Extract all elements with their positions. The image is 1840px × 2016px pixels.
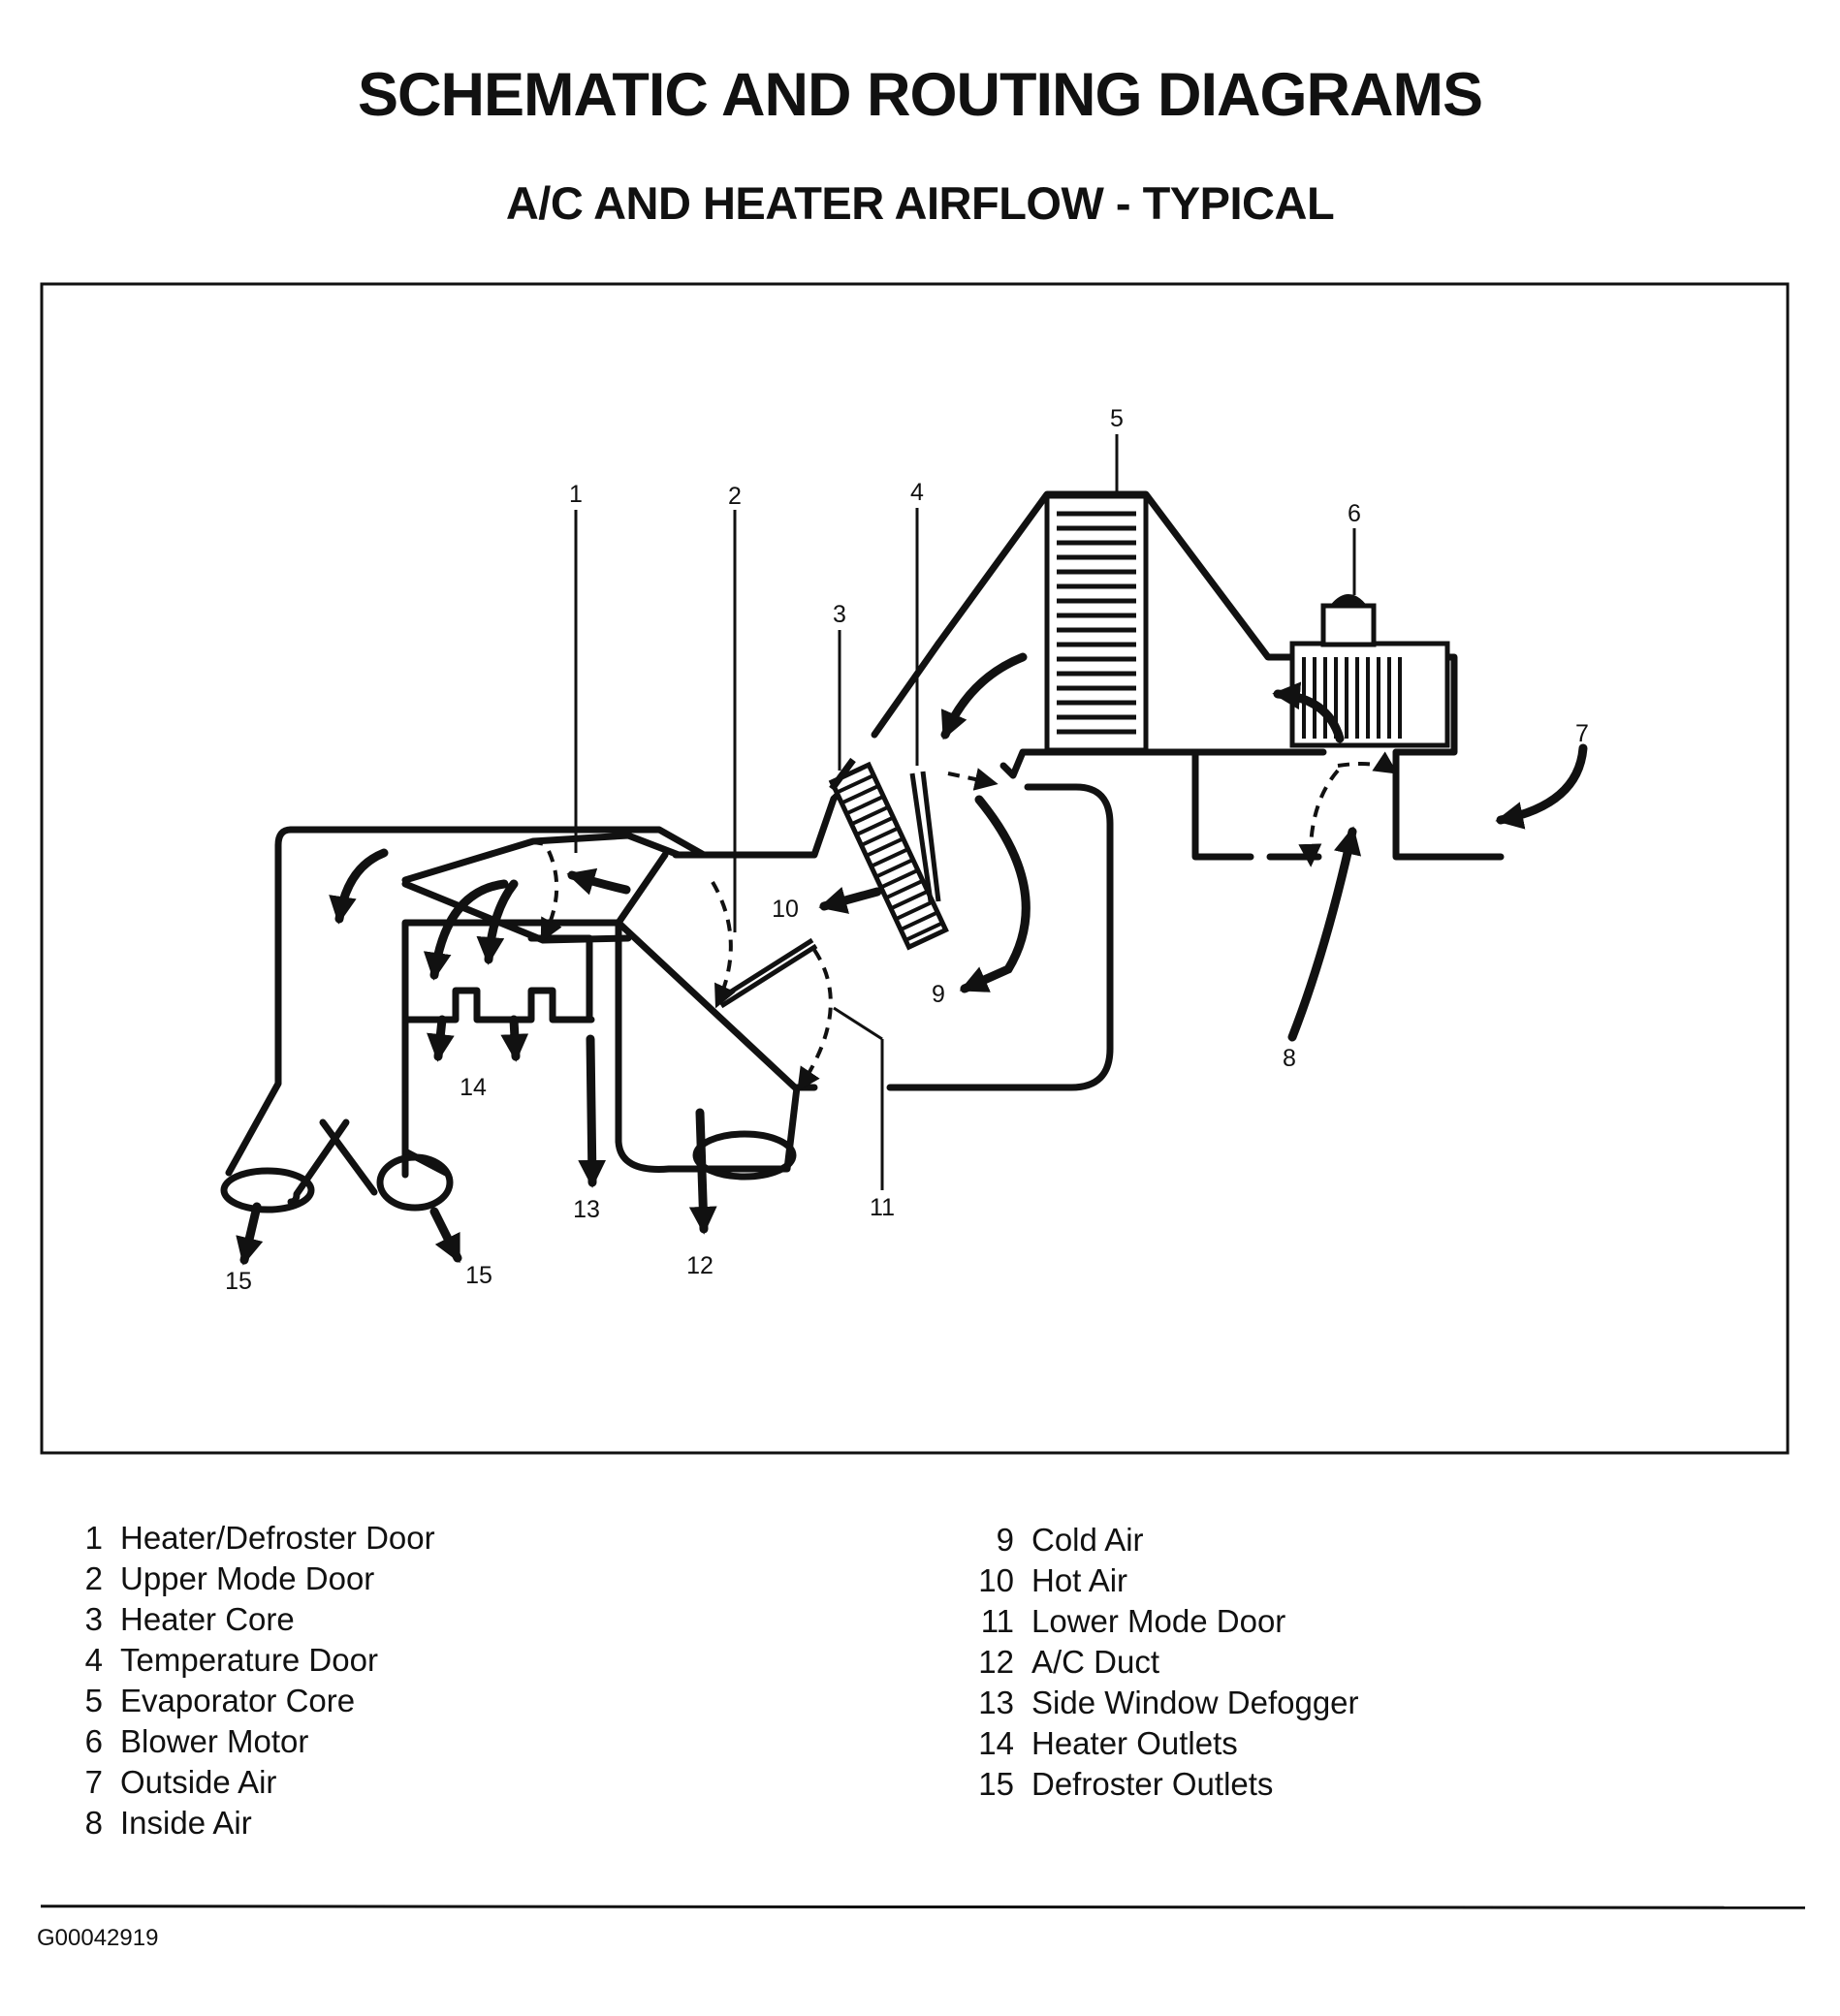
- legend-item: 12 A/C Duct: [969, 1642, 1359, 1683]
- door-travel-arrows: [540, 751, 1398, 1091]
- legend-label: Heater/Defroster Door: [120, 1520, 435, 1556]
- legend-item: 10 Hot Air: [969, 1560, 1359, 1601]
- diagram-frame: [40, 282, 1790, 1455]
- legend-number: 14: [978, 1725, 1014, 1761]
- legend-number: 2: [84, 1560, 103, 1596]
- legend-label: Outside Air: [120, 1764, 277, 1800]
- page-title: SCHEMATIC AND ROUTING DIAGRAMS: [358, 61, 1483, 129]
- legend-label: Evaporator Core: [120, 1683, 356, 1718]
- legend-item: 5 Evaporator Core: [58, 1681, 435, 1721]
- callout-15: 15: [225, 1268, 252, 1295]
- ac-duct-body: [615, 919, 801, 1173]
- legend-number: 4: [84, 1642, 103, 1678]
- callout-9: 9: [932, 981, 945, 1008]
- callout-7: 7: [1575, 720, 1589, 747]
- legend-item: 4 Temperature Door: [58, 1640, 435, 1681]
- defroster-lobes: [220, 1130, 797, 1213]
- legend-label: Defroster Outlets: [1031, 1766, 1274, 1802]
- temperature-door: [909, 771, 941, 902]
- heater-core: [828, 757, 949, 951]
- callout-4: 4: [910, 479, 924, 506]
- defrost-duct-inner: [287, 1118, 350, 1206]
- evaporator-core: [1044, 493, 1149, 753]
- blower-motor: [1289, 594, 1450, 748]
- callout-3: 3: [833, 601, 846, 628]
- heater-defroster-door: [404, 838, 544, 883]
- legend-number: 1: [84, 1520, 103, 1556]
- legend-item: 11 Lower Mode Door: [969, 1601, 1359, 1642]
- figure-id: G00042919: [37, 1925, 159, 1951]
- legend-label: Blower Motor: [120, 1723, 309, 1759]
- plenum-top: [672, 781, 852, 859]
- legend-label: Side Window Defogger: [1031, 1685, 1359, 1720]
- legend-item: 15 Defroster Outlets: [969, 1764, 1359, 1805]
- legend-number: 12: [978, 1644, 1014, 1680]
- upper-duct: [871, 640, 942, 739]
- legend-item: 9 Cold Air: [969, 1520, 1359, 1560]
- callout-11: 11: [870, 1194, 895, 1221]
- callout-13: 13: [573, 1196, 600, 1223]
- legend-number: 9: [996, 1522, 1014, 1558]
- legend-label: Heater Core: [120, 1601, 295, 1637]
- callout-1: 1: [569, 481, 583, 508]
- legend-label: Temperature Door: [120, 1642, 378, 1678]
- legend-number: 5: [84, 1683, 103, 1718]
- legend-item: 13 Side Window Defogger: [969, 1683, 1359, 1723]
- legend-item: 2 Upper Mode Door: [58, 1559, 435, 1599]
- callout-15: 15: [465, 1262, 492, 1289]
- divider: [615, 919, 818, 1091]
- legend-label: Hot Air: [1031, 1562, 1128, 1598]
- callout-14: 14: [460, 1074, 487, 1101]
- legend-item: 3 Heater Core: [58, 1599, 435, 1640]
- legend-number: 6: [84, 1723, 103, 1759]
- callout-5: 5: [1110, 405, 1124, 432]
- legend-item: 6 Blower Motor: [58, 1721, 435, 1762]
- defrost-duct-top: [287, 826, 708, 859]
- heater-outlets-channel: [401, 987, 595, 1024]
- outside-air-inlet: [1392, 748, 1505, 861]
- ductwork: [225, 490, 1505, 1206]
- legend-number: 7: [84, 1764, 103, 1800]
- callout-8: 8: [1283, 1045, 1296, 1072]
- blower-housing-bottom: [999, 748, 1327, 779]
- callout-12: 12: [686, 1252, 714, 1279]
- legend-right-column: 9 Cold Air 10 Hot Air 11 Lower Mode Door 12 A/C…: [969, 1520, 1359, 1805]
- legend-number: 8: [84, 1805, 103, 1841]
- legend-number: 11: [980, 1603, 1014, 1639]
- legend-label: Upper Mode Door: [120, 1560, 375, 1596]
- legend-item: 1 Heater/Defroster Door: [58, 1518, 435, 1559]
- inside-air-box: [1191, 748, 1322, 861]
- legend-item: 7 Outside Air: [58, 1762, 435, 1803]
- legend-label: Lower Mode Door: [1031, 1603, 1286, 1639]
- callout-2: 2: [728, 483, 742, 510]
- legend-label: Heater Outlets: [1031, 1725, 1238, 1761]
- page-subtitle: A/C AND HEATER AIRFLOW - TYPICAL: [505, 177, 1335, 229]
- leader-lines: [574, 434, 1356, 1190]
- legend-label: A/C Duct: [1031, 1644, 1160, 1680]
- legend-number: 10: [978, 1562, 1014, 1598]
- legend-number: 15: [978, 1766, 1014, 1802]
- legend-item: 8 Inside Air: [58, 1803, 435, 1843]
- legend-item: 14 Heater Outlets: [969, 1723, 1359, 1764]
- side-defog-channel: [527, 934, 593, 1024]
- legend-label: Cold Air: [1031, 1522, 1144, 1558]
- legend-number: 13: [978, 1685, 1014, 1720]
- lower-duct: [886, 783, 1114, 1091]
- heater-outlet-box: [401, 851, 669, 1179]
- flow-arrows: [236, 652, 1588, 1266]
- legend-label: Inside Air: [120, 1805, 252, 1841]
- callout-6: 6: [1348, 500, 1361, 527]
- legend-number: 3: [84, 1601, 103, 1637]
- heater-chamber-top: [401, 880, 632, 944]
- callout-10: 10: [772, 896, 799, 923]
